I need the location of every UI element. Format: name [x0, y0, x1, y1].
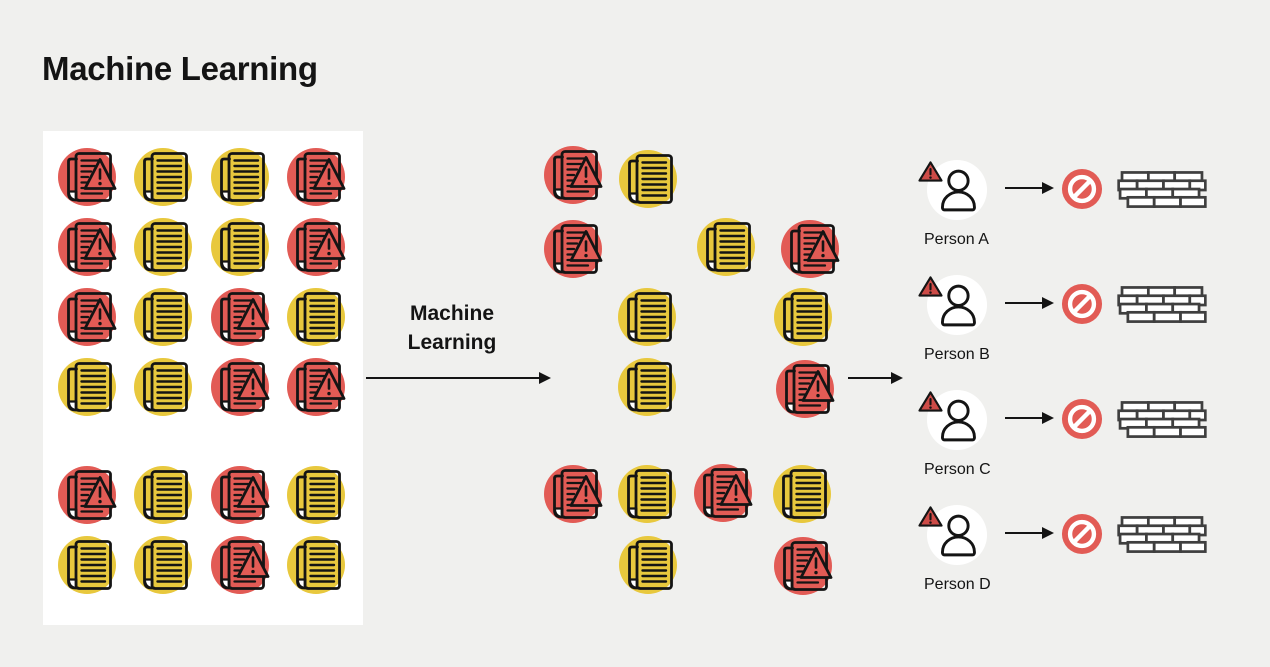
clustered-documents	[540, 140, 850, 605]
person-arrow	[1005, 181, 1054, 195]
person-row: Person B	[917, 262, 1213, 374]
doc-flagged-icon	[208, 355, 272, 419]
doc-normal-icon	[131, 355, 195, 419]
source-documents-panel	[43, 131, 363, 625]
doc-flagged-icon	[55, 145, 119, 209]
arrow-head-icon	[1042, 412, 1054, 424]
output-rows: Person A Person B	[917, 0, 1213, 667]
doc-flagged-icon	[691, 461, 755, 525]
doc-normal-icon	[55, 533, 119, 597]
warning-triangle-icon	[918, 275, 943, 298]
arrow-head-icon	[891, 372, 903, 384]
doc-flagged-icon	[541, 462, 605, 526]
doc-normal-icon	[615, 355, 679, 419]
doc-normal-icon	[284, 285, 348, 349]
arrow-shaft	[1005, 301, 1042, 305]
arrow-shaft	[848, 376, 891, 380]
warning-triangle-icon	[918, 390, 943, 413]
doc-flagged-icon	[284, 355, 348, 419]
brick-wall-icon	[1117, 171, 1207, 210]
blocked-icon	[1061, 283, 1103, 325]
brick-wall-icon	[1117, 516, 1207, 555]
warning-triangle-icon	[918, 160, 943, 183]
arrow-head-icon	[539, 372, 551, 384]
doc-normal-icon	[131, 463, 195, 527]
doc-normal-icon	[771, 285, 835, 349]
arrow-head-icon	[1042, 297, 1054, 309]
doc-normal-icon	[131, 533, 195, 597]
doc-normal-icon	[131, 215, 195, 279]
arrow-shaft	[1005, 416, 1042, 420]
doc-flagged-icon	[284, 145, 348, 209]
doc-flagged-icon	[541, 217, 605, 281]
doc-flagged-icon	[771, 534, 835, 598]
doc-normal-icon	[131, 285, 195, 349]
doc-flagged-icon	[208, 463, 272, 527]
person-row: Person D	[917, 492, 1213, 604]
person-arrow	[1005, 411, 1054, 425]
person-label: Person B	[924, 346, 990, 363]
doc-normal-icon	[616, 147, 680, 211]
doc-normal-icon	[694, 215, 758, 279]
person-label: Person C	[924, 461, 991, 478]
doc-normal-icon	[208, 145, 272, 209]
doc-normal-icon	[615, 285, 679, 349]
page-title: Machine Learning	[42, 50, 318, 87]
brick-wall-icon	[1117, 401, 1207, 440]
blocked-icon	[1061, 398, 1103, 440]
doc-normal-icon	[284, 533, 348, 597]
doc-flagged-icon	[55, 215, 119, 279]
process-arrow	[366, 371, 551, 385]
person-arrow	[1005, 526, 1054, 540]
arrow-shaft	[1005, 531, 1042, 535]
person-label: Person A	[924, 231, 989, 248]
brick-wall-icon	[1117, 286, 1207, 325]
doc-flagged-icon	[55, 285, 119, 349]
person-row: Person A	[917, 147, 1213, 259]
person-row: Person C	[917, 377, 1213, 489]
process-label-line2: Learning	[407, 331, 497, 354]
blocked-icon	[1061, 513, 1103, 555]
doc-flagged-icon	[208, 285, 272, 349]
output-arrow	[848, 371, 903, 385]
person-arrow	[1005, 296, 1054, 310]
doc-flagged-icon	[773, 357, 837, 421]
doc-normal-icon	[131, 145, 195, 209]
doc-normal-icon	[284, 463, 348, 527]
doc-normal-icon	[770, 462, 834, 526]
arrow-head-icon	[1042, 527, 1054, 539]
doc-flagged-icon	[55, 463, 119, 527]
doc-flagged-icon	[284, 215, 348, 279]
blocked-icon	[1061, 168, 1103, 210]
doc-normal-icon	[55, 355, 119, 419]
arrow-shaft	[1005, 186, 1042, 190]
process-label: Machine Learning	[378, 299, 526, 357]
arrow-shaft	[366, 376, 539, 380]
doc-normal-icon	[208, 215, 272, 279]
arrow-head-icon	[1042, 182, 1054, 194]
process-label-line1: Machine	[409, 302, 495, 325]
doc-flagged-icon	[208, 533, 272, 597]
warning-triangle-icon	[918, 505, 943, 528]
doc-normal-icon	[615, 462, 679, 526]
doc-flagged-icon	[778, 217, 842, 281]
doc-flagged-icon	[541, 143, 605, 207]
person-label: Person D	[924, 576, 991, 593]
doc-normal-icon	[616, 533, 680, 597]
